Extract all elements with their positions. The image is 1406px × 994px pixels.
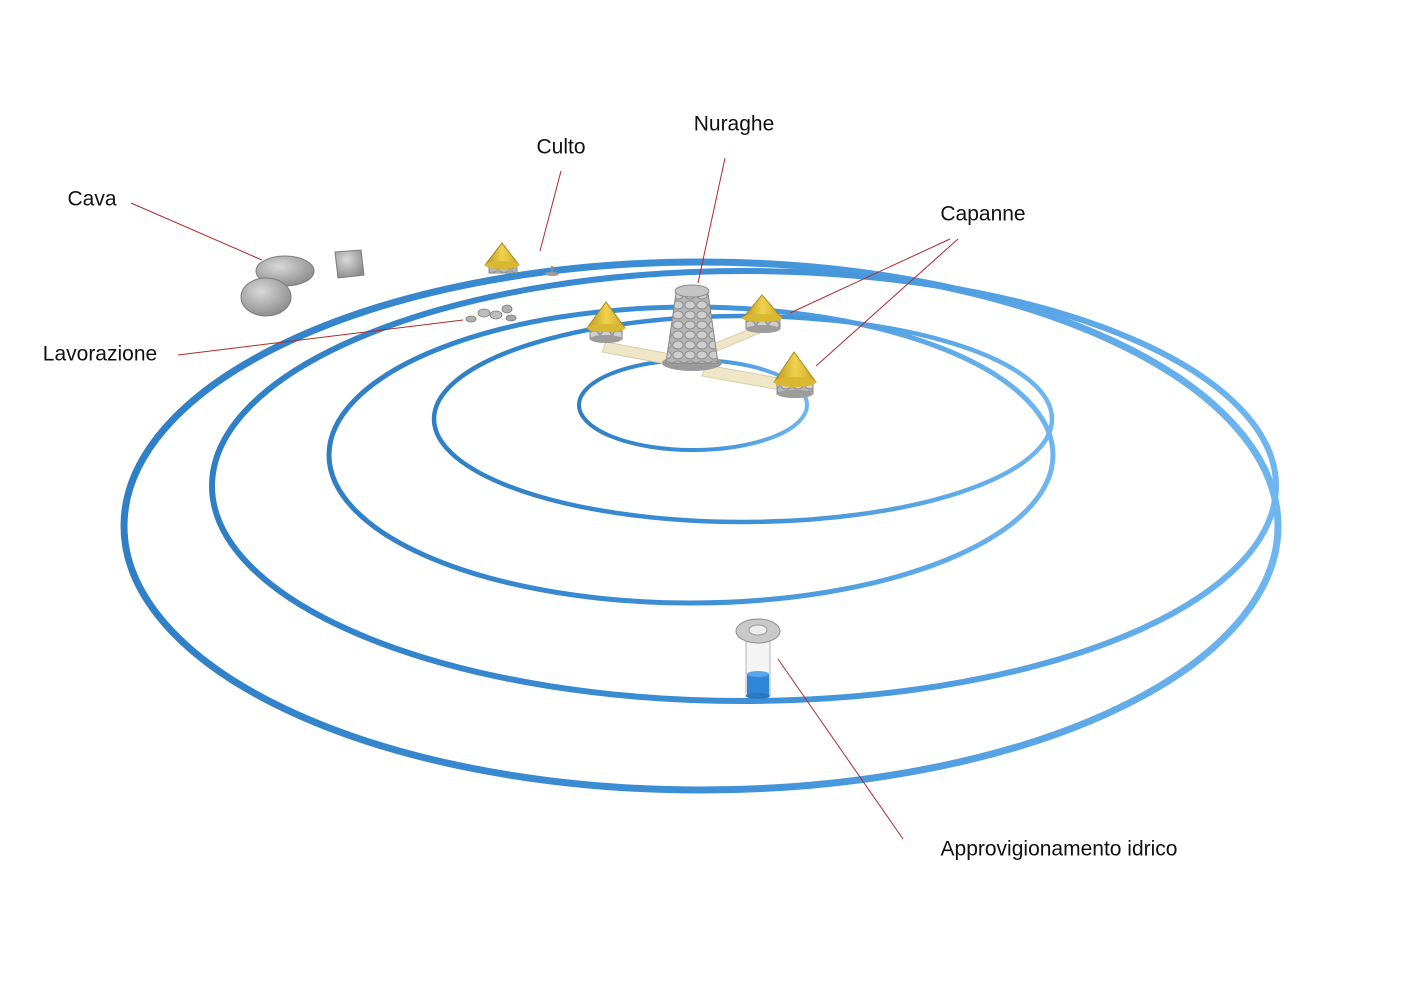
label-nuraghe: Nuraghe <box>694 113 775 136</box>
ring-inner <box>577 358 809 452</box>
leader-lines <box>130 157 959 840</box>
leader-approvvigionamento <box>777 658 904 840</box>
leader-cava <box>130 202 263 261</box>
leader-capanne-1 <box>789 238 951 314</box>
ring-fourth <box>209 268 1279 704</box>
label-lavorazione: Lavorazione <box>43 343 157 366</box>
leader-culto <box>539 170 562 252</box>
cult-marker <box>545 266 559 276</box>
rings <box>120 258 1282 794</box>
workshop-stones <box>465 304 517 323</box>
well <box>735 618 781 699</box>
label-culto: Culto <box>536 136 585 159</box>
hut-west <box>586 301 626 343</box>
label-capanne: Capanne <box>940 203 1025 226</box>
ring-second <box>431 313 1055 525</box>
label-cava: Cava <box>67 188 116 211</box>
label-approvvigionamento: Approvigionamento idrico <box>941 838 1178 861</box>
nuraghe-tower <box>662 284 722 371</box>
cult-hut <box>483 242 521 274</box>
hut-southeast <box>773 351 817 398</box>
quarry-stones <box>240 249 365 317</box>
leader-capanne-2 <box>815 238 959 367</box>
ring-outer <box>120 258 1282 794</box>
hut-northeast <box>741 294 784 333</box>
labels: Cava Culto Nuraghe Capanne Lavorazione A… <box>41 111 1180 863</box>
leader-nuraghe <box>697 157 726 284</box>
leader-lavorazione <box>177 319 464 356</box>
